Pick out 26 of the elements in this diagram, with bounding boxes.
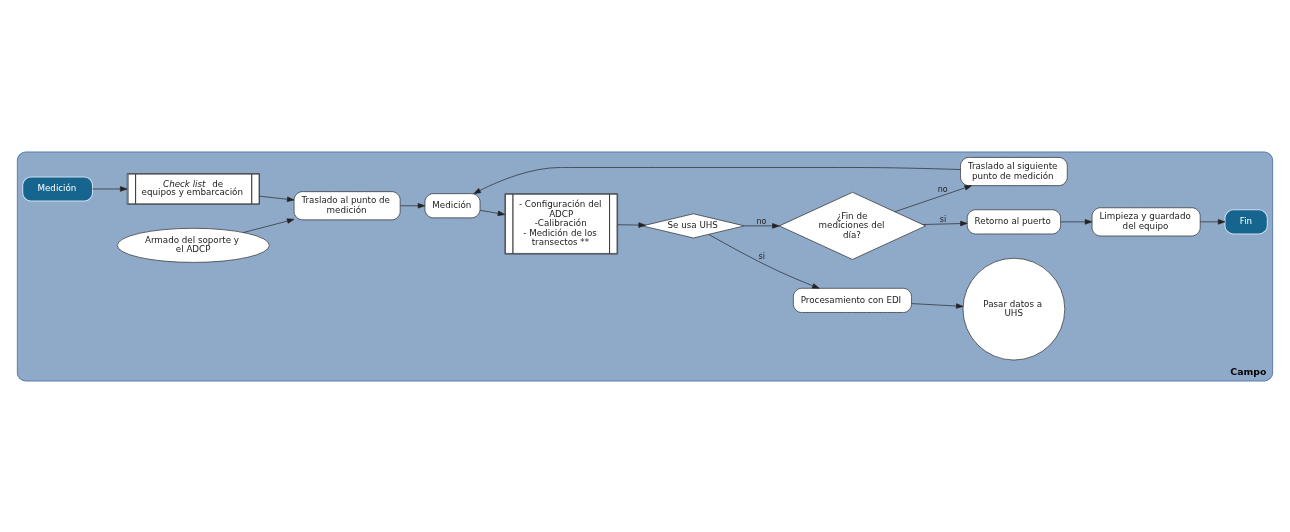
- arrow: [744, 222, 780, 229]
- arrow: [243, 217, 295, 233]
- node-box: Limpieza y guardado del equipo: [1091, 206, 1201, 236]
- node-circle: Pasar datos a UHS: [962, 257, 1066, 360]
- arrow: [92, 185, 128, 192]
- node-diamond: Se usa UHS: [642, 212, 745, 238]
- arrow: [1060, 218, 1093, 225]
- arrow: [479, 209, 506, 216]
- node-box: Medición: [22, 175, 94, 202]
- arrow: [617, 221, 646, 228]
- node-box: Retorno al puerto: [966, 208, 1061, 234]
- node-box: Traslado al punto de medición: [293, 190, 401, 220]
- node-box: Fin: [1224, 208, 1268, 234]
- node-box: Traslado al siguiente punto de medición: [960, 156, 1068, 186]
- node-ellipse: Armado del soporte y el ADCP: [116, 227, 270, 263]
- arrow: [473, 166, 961, 194]
- arrow: [1199, 218, 1226, 225]
- arrow: [922, 220, 968, 226]
- node-diamond: ¿Fin de mediciones del día?: [778, 191, 926, 260]
- arrow: [708, 233, 820, 289]
- node-box: Medición: [424, 192, 481, 218]
- arrow: [894, 184, 972, 212]
- arrow: [400, 202, 426, 208]
- arrow: [259, 195, 295, 202]
- arrow: [911, 302, 964, 309]
- node-box: Procesamiento con EDI: [793, 287, 912, 313]
